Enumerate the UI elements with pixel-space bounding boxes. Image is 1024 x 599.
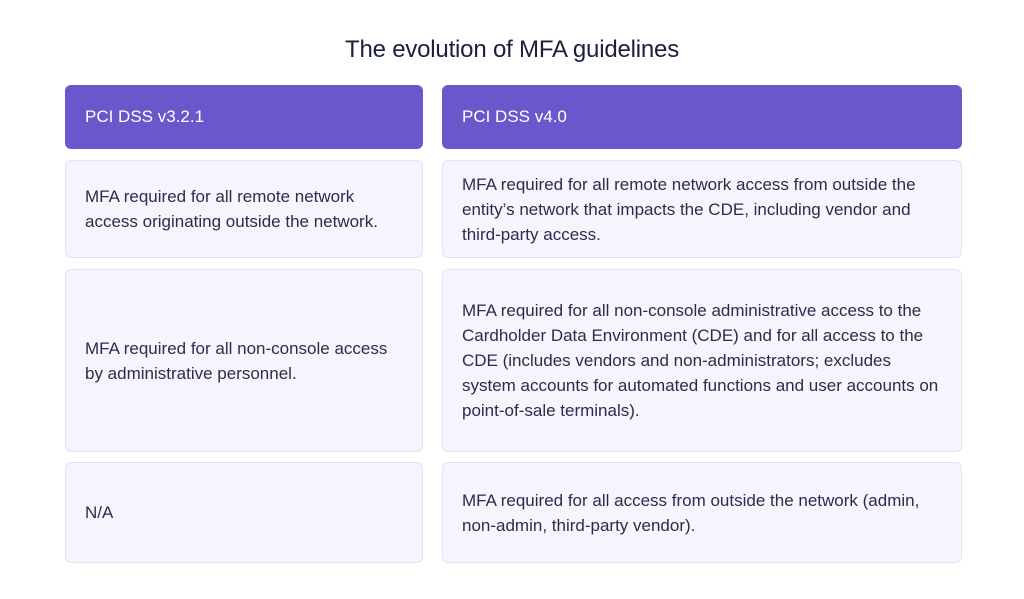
cell-text: MFA required for all access from outside… — [462, 490, 920, 535]
cell-text: MFA required for all remote network acce… — [85, 187, 378, 231]
cell-text: MFA required for all non-console access … — [85, 338, 388, 383]
column-header-v321: PCI DSS v3.2.1 — [65, 85, 423, 149]
page-title: The evolution of MFA guidelines — [344, 36, 679, 63]
table-cell-v40-row2: MFA required for all non-console adminis… — [442, 269, 962, 452]
column-header-label: PCI DSS v4.0 — [462, 107, 567, 126]
table-cell-v321-row2: MFA required for all non-console access … — [65, 269, 423, 452]
column-header-v40: PCI DSS v4.0 — [442, 85, 962, 149]
table-cell-v40-row3: MFA required for all access from outside… — [442, 462, 962, 563]
table-cell-v321-row3: N/A — [65, 462, 423, 563]
table-cell-v321-row1: MFA required for all remote network acce… — [65, 160, 423, 258]
cell-text: MFA required for all remote network acce… — [462, 174, 916, 244]
cell-text: MFA required for all non-console adminis… — [462, 301, 939, 420]
cell-text: N/A — [85, 503, 114, 522]
column-header-label: PCI DSS v3.2.1 — [85, 107, 205, 126]
table-cell-v40-row1: MFA required for all remote network acce… — [442, 160, 962, 258]
